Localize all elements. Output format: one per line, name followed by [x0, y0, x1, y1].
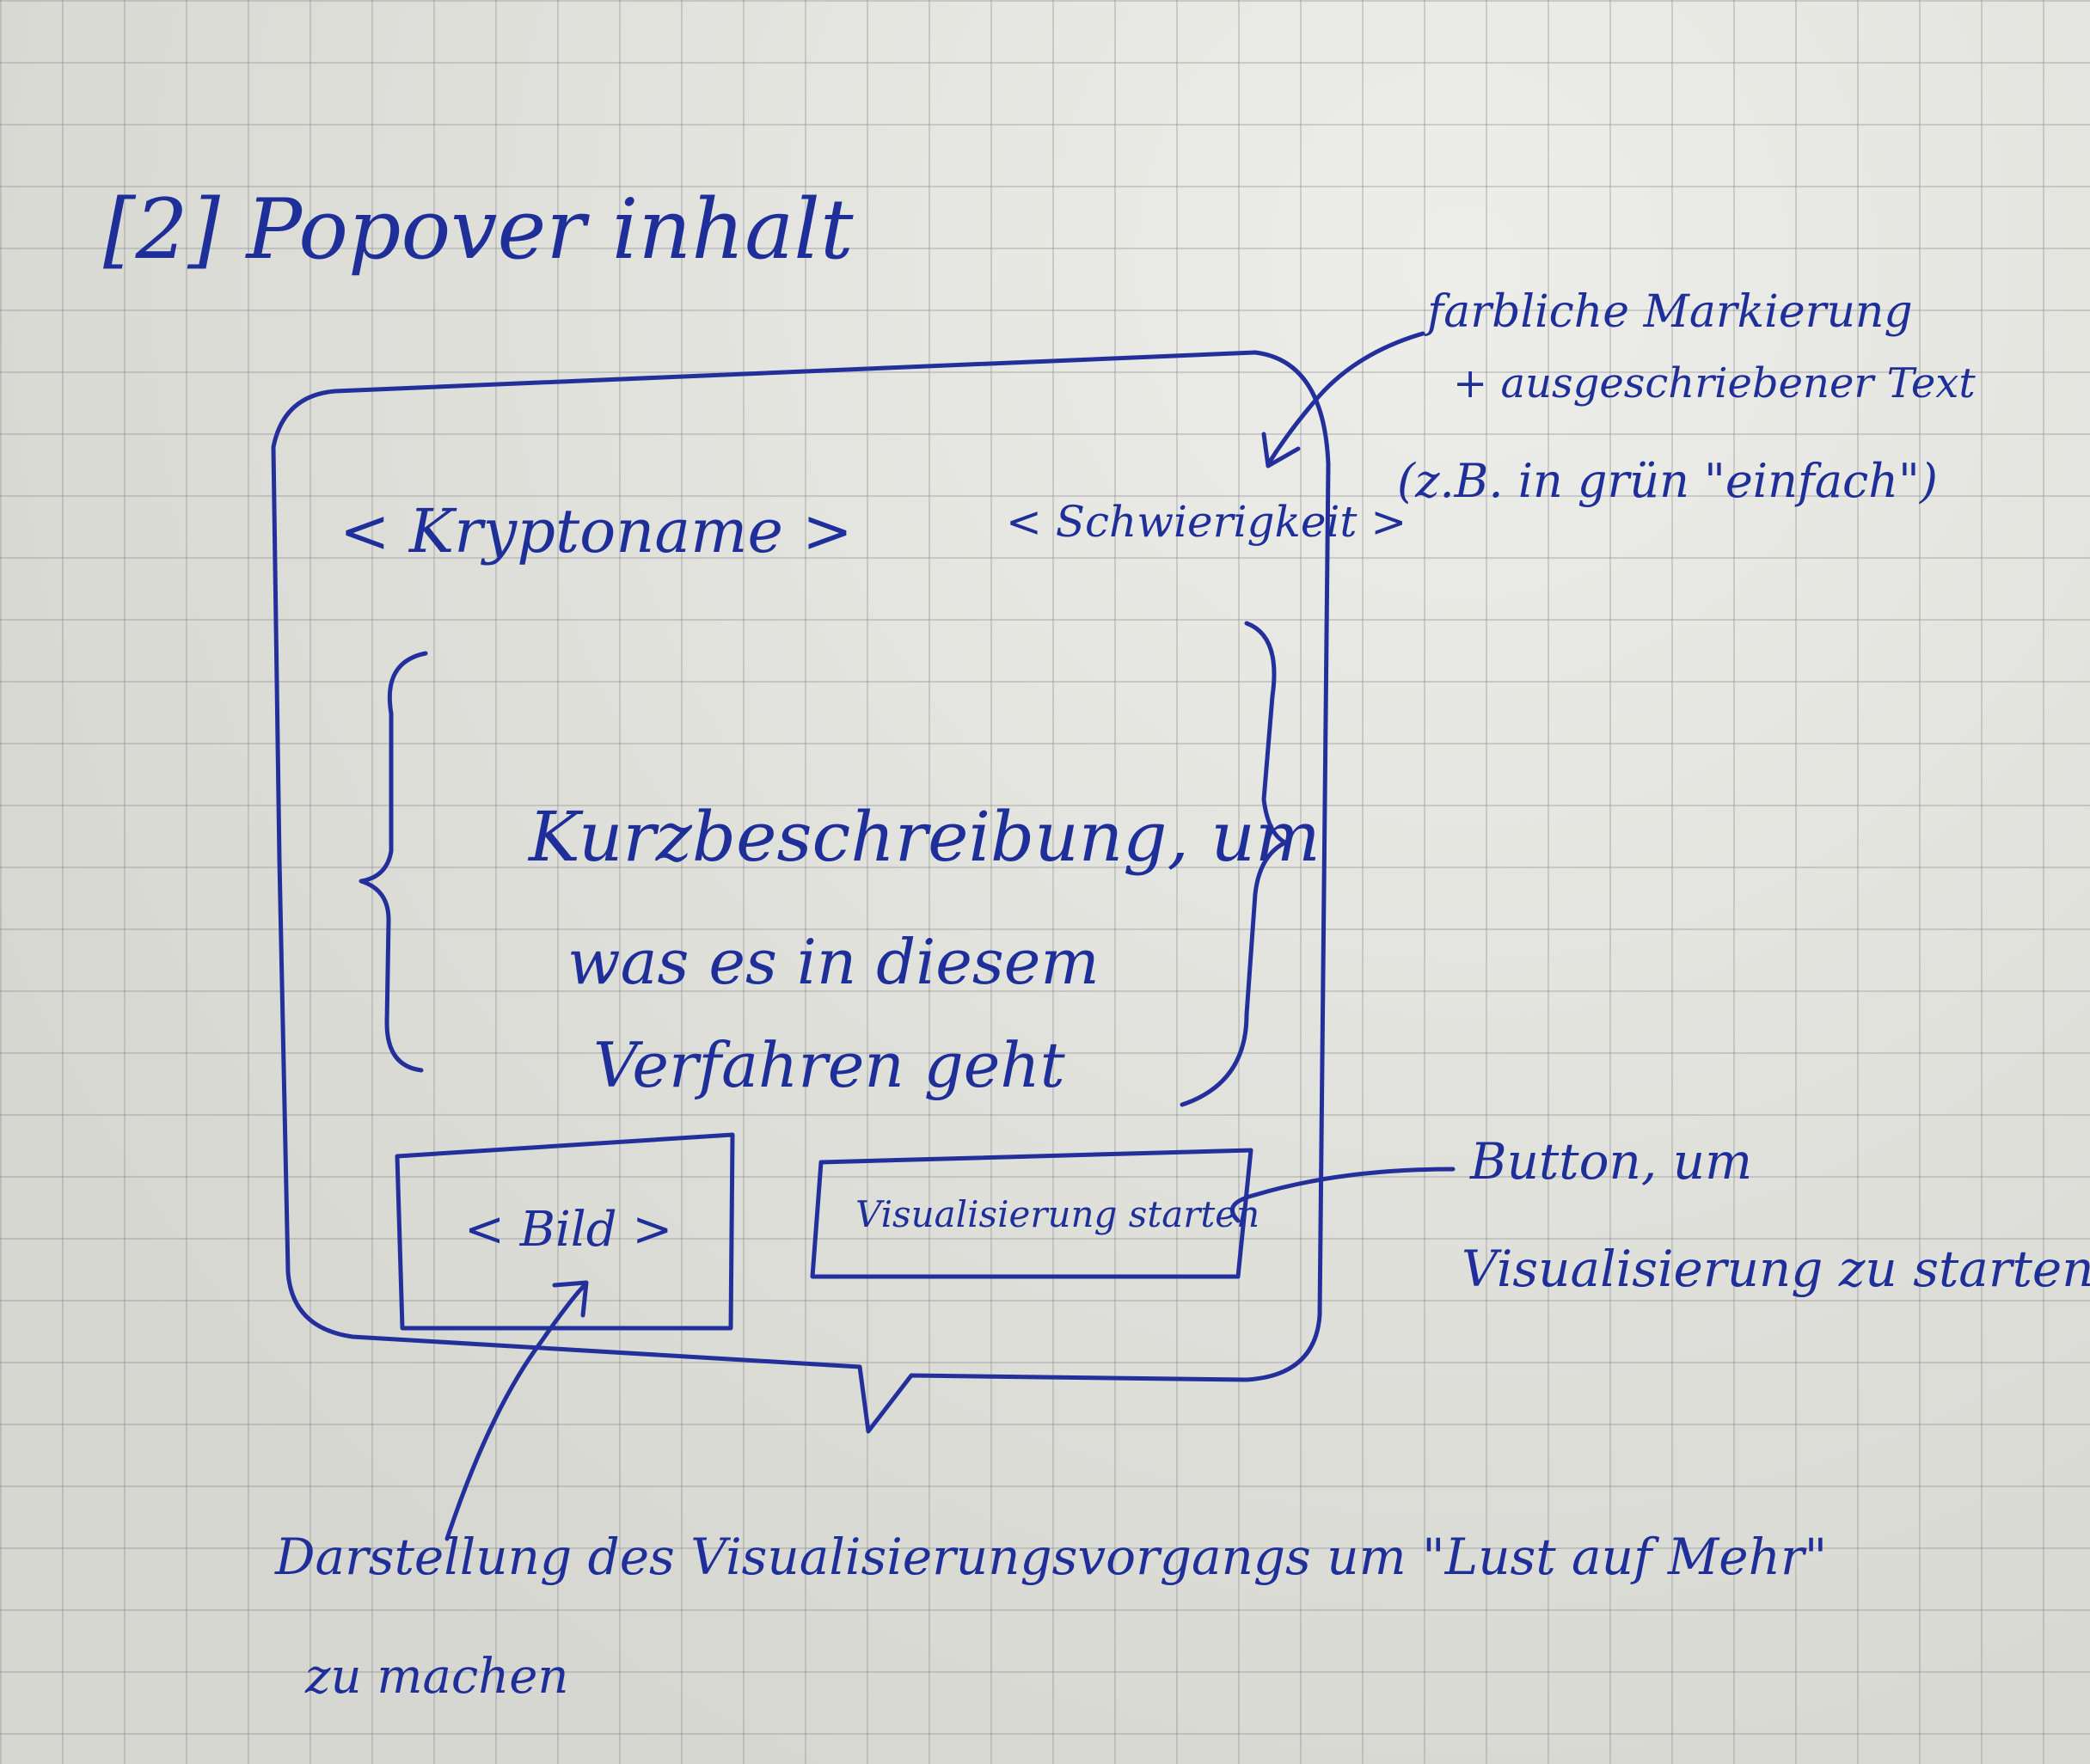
button-box-outline [810, 1148, 1253, 1279]
description-line-3: Verfahren geht [593, 1029, 1065, 1101]
description-line-2: was es in diesem [567, 926, 1100, 998]
right-bracket [1180, 621, 1288, 1107]
image-arrowhead [552, 1280, 589, 1318]
difficulty-note-line-2: + ausgeschriebener Text [1453, 359, 1976, 407]
difficulty-note-line-1: farbliche Markierung [1427, 286, 1913, 338]
image-arrow [444, 1283, 587, 1541]
visualization-start-button[interactable]: Visualisierung starten [855, 1193, 1260, 1235]
difficulty-note-line-3: (z.B. in grün "einfach") [1397, 454, 1938, 508]
left-bracket [359, 651, 428, 1073]
image-note-line-1: Darstellung des Visualisierungsvorgangs … [275, 1528, 1828, 1586]
krypto-name-label: < Kryptoname > [340, 496, 853, 567]
sketch-heading: [2] Popover inhalt [103, 181, 854, 278]
difficulty-arrow [1266, 331, 1425, 467]
button-arrow [1229, 1167, 1456, 1223]
button-note-line-2: Visualisierung zu starten [1462, 1240, 2090, 1298]
button-note-line-1: Button, um [1470, 1132, 1753, 1191]
difficulty-arrowhead [1261, 432, 1301, 469]
image-placeholder-label: < Bild > [464, 1202, 673, 1258]
image-note-line-2: zu machen [305, 1649, 569, 1705]
difficulty-label: < Schwierigkeit > [1006, 497, 1407, 547]
description-line-1: Kurzbeschreibung, um [529, 797, 1321, 877]
image-box-outline [395, 1132, 735, 1331]
